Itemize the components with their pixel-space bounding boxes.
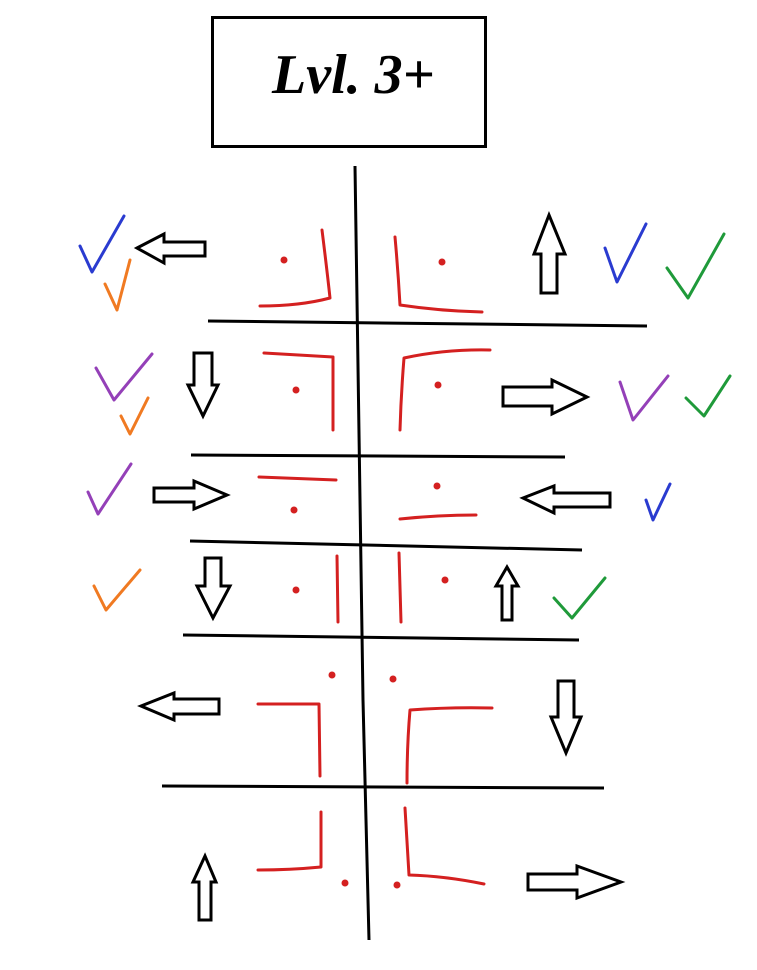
check-orange-row4-left [92, 568, 142, 612]
dot-row4-left [292, 586, 300, 594]
dot-row5-right [389, 675, 397, 683]
check-blue-row1-right [603, 222, 648, 284]
wall-row4-left [335, 554, 340, 624]
wall-row1-right [393, 235, 484, 314]
left-arrow-row5 [137, 690, 221, 723]
dot-row2-right [434, 381, 442, 389]
row-divider-5 [161, 784, 605, 790]
up-arrow-row1 [531, 210, 568, 295]
wall-row5-right [405, 706, 494, 785]
right-arrow-row2 [501, 377, 591, 417]
check-purple-row2-right [618, 374, 670, 422]
check-blue-row1-left [78, 214, 126, 274]
wall-row3-left [257, 475, 338, 482]
check-orange-row2-left [119, 396, 150, 436]
dot-row6-right [393, 881, 401, 889]
left-arrow-row1 [133, 231, 207, 266]
wall-row6-left [256, 810, 323, 872]
right-arrow-row3-left [152, 478, 231, 512]
row-divider-3 [189, 539, 583, 552]
dot-row5-left [328, 671, 336, 679]
level-title: Lvl. 3+ [272, 44, 435, 106]
row-divider-4 [182, 633, 580, 642]
check-purple-row2-left [94, 352, 154, 402]
up-arrow-row4 [493, 564, 521, 622]
row-divider-2 [190, 453, 566, 459]
row-divider-1 [207, 319, 648, 328]
up-arrow-row6 [190, 852, 219, 922]
down-arrow-row5-right [548, 679, 584, 757]
dot-row6-left [341, 879, 349, 887]
wall-row2-right [398, 348, 492, 432]
dot-row4-right [441, 576, 449, 584]
wall-row2-left [262, 351, 335, 432]
check-green-row1-right [665, 232, 726, 300]
wall-row3-right [398, 513, 478, 521]
wall-row6-right [403, 806, 486, 886]
wall-row1-left [258, 228, 332, 308]
dot-row1-left [280, 256, 288, 264]
left-arrow-row3-right [519, 483, 612, 516]
down-arrow-row2 [185, 351, 221, 420]
right-arrow-row6 [526, 863, 626, 901]
dot-row3-right [433, 482, 441, 490]
check-blue-row3-right [644, 482, 672, 522]
check-green-row2-right [684, 374, 732, 418]
check-orange-row1-left [103, 258, 132, 312]
dot-row2-left [292, 386, 300, 394]
wall-row5-left [256, 702, 322, 778]
dot-row1-right [438, 258, 446, 266]
wall-row4-right [397, 551, 403, 624]
down-arrow-row4 [194, 556, 233, 622]
dot-row3-left [290, 506, 298, 514]
check-purple-row3-left [86, 462, 133, 516]
center-vertical-line [353, 165, 371, 941]
check-green-row4-right [552, 576, 607, 620]
title-box: Lvl. 3+ [211, 16, 487, 148]
